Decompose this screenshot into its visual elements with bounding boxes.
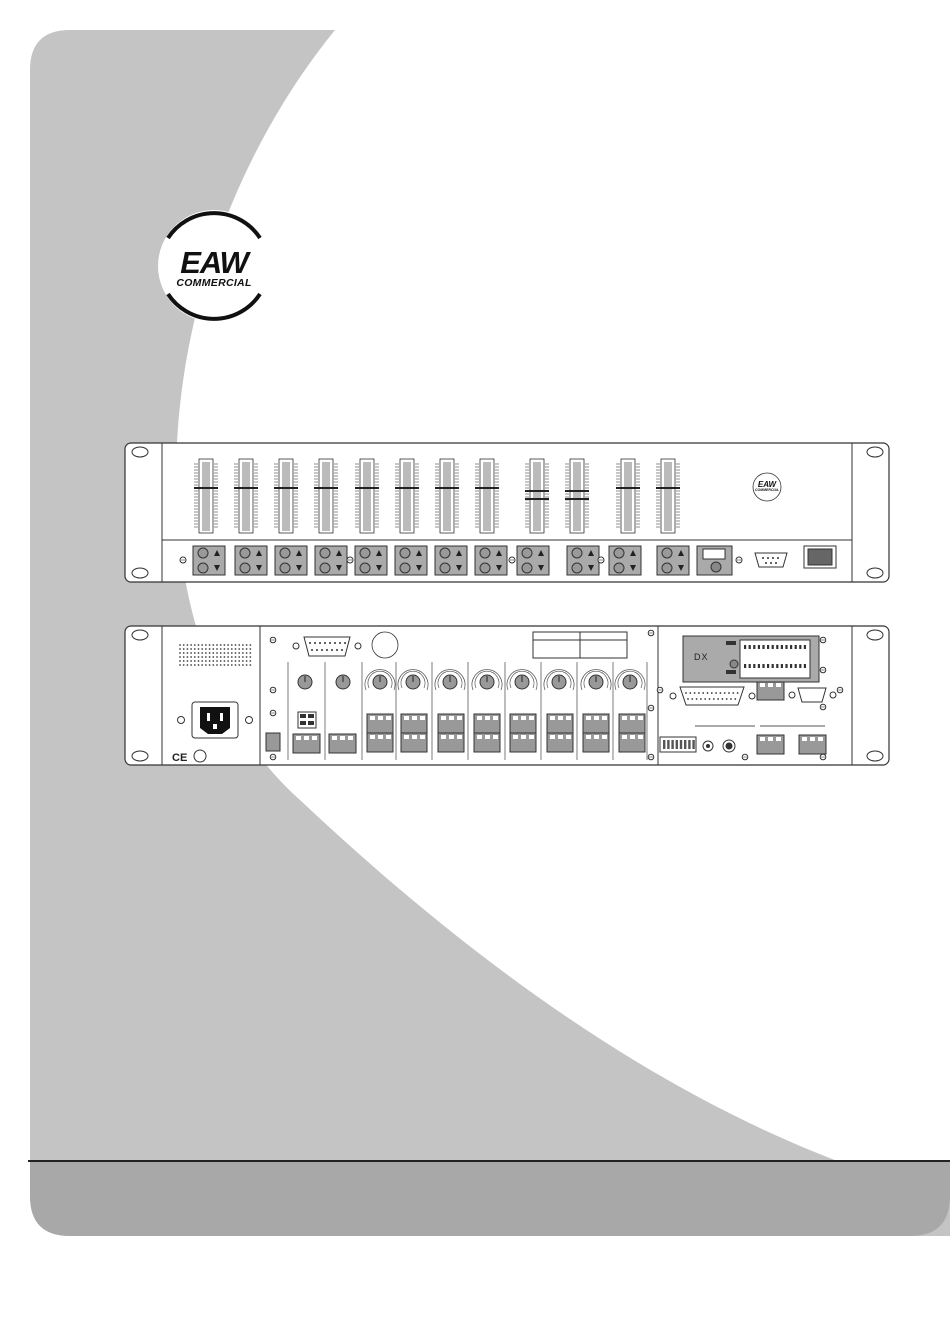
rear-panel-illustration: CE — [125, 626, 889, 765]
eaw-logo-text: EAW COMMERCIAL — [156, 248, 272, 289]
front-logo-wordmark: EAW — [748, 481, 786, 488]
front-logo-subline: COMMERCIAL — [748, 488, 786, 492]
svg-text:CE: CE — [172, 752, 187, 764]
channel-button-block — [567, 546, 599, 575]
channel-button-block — [235, 546, 267, 575]
channel-button-block — [395, 546, 427, 575]
channel-button-block — [609, 546, 641, 575]
channel-button-block — [315, 546, 347, 575]
channel-button-block — [193, 546, 225, 575]
dx-module-label: DX — [694, 652, 709, 662]
channel-button-block — [475, 546, 507, 575]
front-panel-illustration — [125, 443, 889, 582]
channel-button-block — [435, 546, 467, 575]
channel-button-block — [517, 546, 549, 575]
channel-button-block — [355, 546, 387, 575]
logo-subline: COMMERCIAL — [156, 278, 272, 289]
channel-button-block — [657, 546, 689, 575]
front-logo: EAW COMMERCIAL — [748, 481, 786, 492]
logo-wordmark: EAW — [156, 248, 272, 278]
footer-band — [30, 1162, 950, 1236]
front-buttons — [180, 546, 742, 575]
channel-button-block — [275, 546, 307, 575]
